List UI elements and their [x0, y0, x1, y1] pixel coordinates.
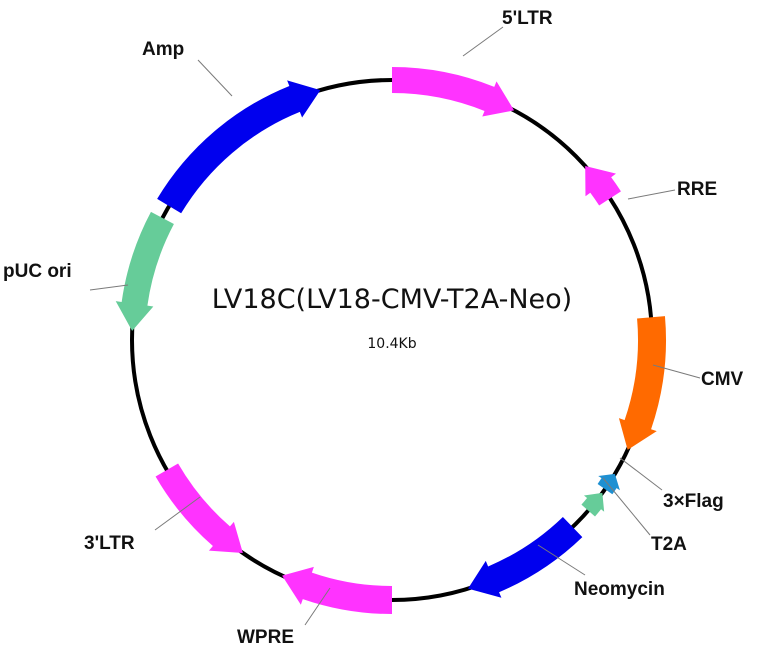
feature-arrow-ltr3	[155, 463, 243, 553]
feature-arrow-t2a	[581, 492, 605, 517]
plasmid-size: 10.4Kb	[367, 336, 416, 352]
leader-neo	[537, 544, 586, 576]
feature-arrow-wpre	[282, 566, 392, 614]
leader-cmv	[652, 364, 701, 379]
plasmid-name: LV18C(LV18-CMV-T2A-Neo)	[212, 284, 572, 315]
label-5ltr: 5'LTR	[502, 8, 553, 29]
features-layer	[115, 67, 666, 614]
leader-5ltr	[462, 26, 504, 57]
feature-arrow-amp	[157, 80, 321, 214]
feature-arrow-cmv	[618, 316, 666, 450]
leader-lines	[89, 26, 701, 626]
label-rre: RRE	[677, 179, 717, 200]
leader-3ltr	[154, 496, 201, 531]
leader-flag	[619, 457, 663, 491]
label-cmv: CMV	[701, 369, 744, 390]
feature-arrow-neo	[468, 516, 583, 598]
label-neo: Neomycin	[574, 579, 665, 600]
leader-t2a	[602, 477, 651, 536]
feature-arrow-puc	[115, 211, 174, 331]
feature-arrow-ltr5	[392, 67, 515, 117]
leader-puc	[89, 284, 129, 291]
leader-wpre	[304, 587, 331, 626]
label-amp: Amp	[142, 39, 184, 60]
feature-arrow-rre	[585, 166, 621, 206]
label-flag: 3×Flag	[663, 491, 724, 512]
leader-amp	[197, 59, 233, 97]
feature-arrow-flag	[597, 473, 620, 495]
leader-rre	[627, 189, 676, 200]
label-t2a: T2A	[651, 534, 687, 555]
label-wpre: WPRE	[237, 627, 294, 648]
label-puc: pUC ori	[3, 261, 72, 282]
label-3ltr: 3'LTR	[84, 533, 135, 554]
